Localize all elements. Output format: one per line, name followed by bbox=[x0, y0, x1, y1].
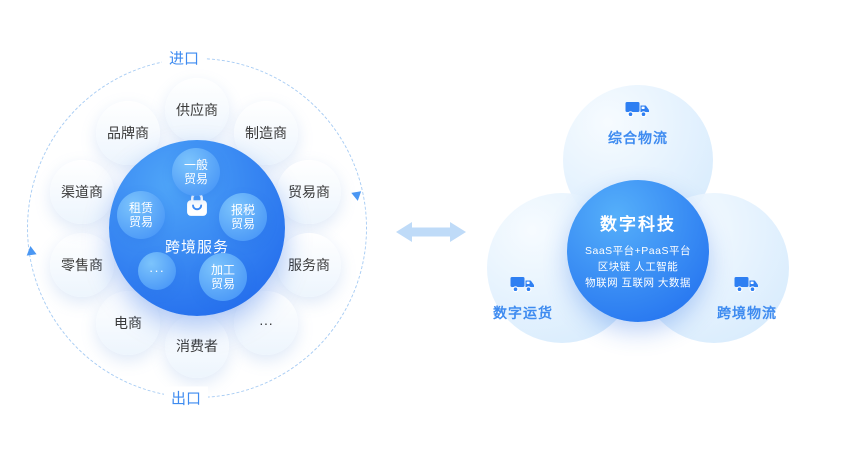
double-arrow-icon bbox=[396, 218, 466, 246]
truck-icon bbox=[625, 99, 651, 119]
clockwise-arrow-icon bbox=[25, 245, 37, 256]
satellite-label: 制造商 bbox=[245, 125, 287, 141]
satellite-service-provider: 服务商 bbox=[277, 233, 341, 297]
satellite-retailer: 零售商 bbox=[50, 233, 114, 297]
export-label: 出口 bbox=[163, 386, 209, 410]
node-label-cross-border-logistics: 跨境物流 bbox=[717, 305, 777, 321]
bubble-label: ··· bbox=[149, 263, 165, 279]
satellite-label: 零售商 bbox=[61, 257, 103, 273]
bubble-general-trade: 一般贸易 bbox=[172, 148, 220, 196]
tech-line: SaaS平台+PaaS平台 bbox=[584, 245, 691, 258]
truck-icon bbox=[734, 274, 760, 294]
bubble-leasing-trade: 租赁贸易 bbox=[117, 191, 165, 239]
satellite-label: 电商 bbox=[114, 315, 142, 331]
satellite-label: ··· bbox=[259, 315, 273, 331]
bubble-label: 加工贸易 bbox=[210, 262, 235, 291]
bubble-tax-trade: 报税贸易 bbox=[219, 193, 267, 241]
satellite-label: 贸易商 bbox=[288, 184, 330, 200]
satellite-trader: 贸易商 bbox=[277, 160, 341, 224]
hub-label: 跨境服务 bbox=[164, 239, 229, 256]
bubble-more: ··· bbox=[138, 252, 176, 290]
satellite-label: 消费者 bbox=[176, 338, 218, 354]
bubble-label: 租赁贸易 bbox=[128, 200, 153, 229]
tech-line: 区块链 人工智能 bbox=[597, 261, 679, 274]
digital-tech-title: 数字科技 bbox=[600, 215, 676, 235]
satellite-label: 品牌商 bbox=[107, 125, 149, 141]
satellite-supplier: 供应商 bbox=[165, 78, 229, 142]
satellite-label: 供应商 bbox=[176, 102, 218, 118]
digital-tech-hub: 数字科技 SaaS平台+PaaS平台 区块链 人工智能 物联网 互联网 大数据 bbox=[567, 180, 709, 322]
clockwise-arrow-icon bbox=[351, 191, 363, 202]
bubble-label: 报税贸易 bbox=[230, 202, 255, 231]
satellite-channel: 渠道商 bbox=[50, 160, 114, 224]
satellite-label: 渠道商 bbox=[61, 184, 103, 200]
import-label: 进口 bbox=[161, 46, 207, 70]
bubble-label: 一般贸易 bbox=[183, 157, 208, 186]
truck-icon bbox=[510, 274, 536, 294]
satellite-label: 服务商 bbox=[288, 257, 330, 273]
node-label-integrated-logistics: 综合物流 bbox=[608, 130, 668, 146]
tech-line: 物联网 互联网 大数据 bbox=[585, 276, 691, 289]
bubble-processing-trade: 加工贸易 bbox=[199, 253, 247, 301]
satellite-consumer: 消费者 bbox=[165, 314, 229, 378]
node-label-digital-freight: 数字运货 bbox=[493, 305, 553, 321]
